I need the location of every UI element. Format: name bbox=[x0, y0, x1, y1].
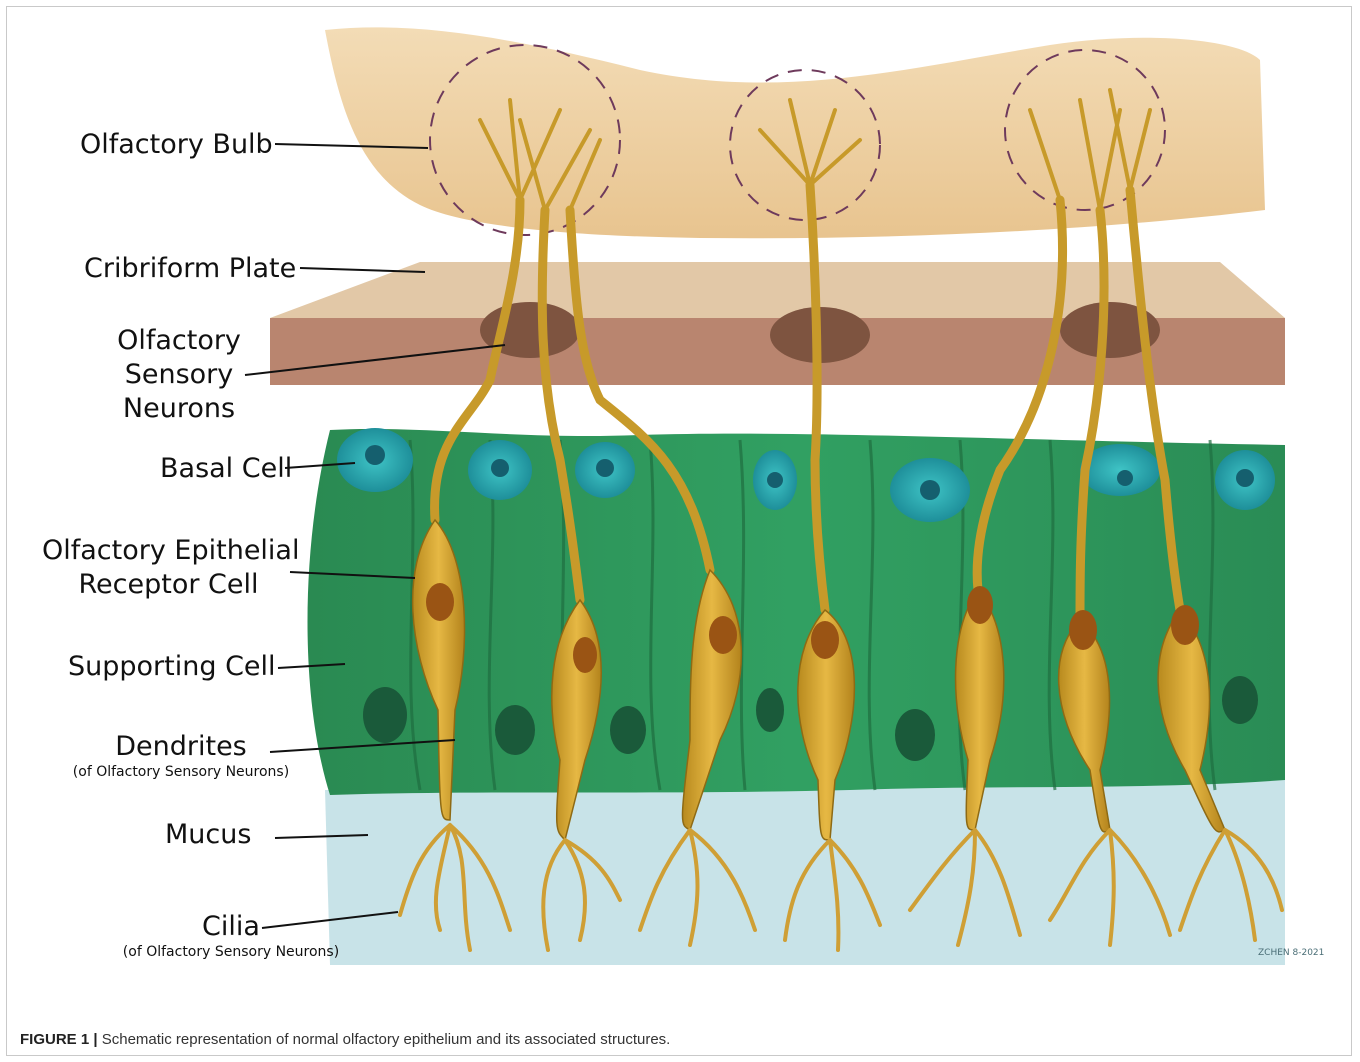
artist-signature: ZCHEN 8-2021 bbox=[1258, 948, 1324, 958]
label-cribriform-plate: Cribriform Plate bbox=[84, 252, 296, 286]
figure-caption: FIGURE 1 | Schematic representation of n… bbox=[20, 1031, 670, 1048]
label-olfactory-epithelial-receptor-cell: Olfactory Epithelial Receptor Cell bbox=[42, 534, 295, 602]
label-dendrites: Dendrites (of Olfactory Sensory Neurons) bbox=[62, 730, 300, 780]
label-mucus: Mucus bbox=[165, 818, 251, 852]
label-olfactory-bulb: Olfactory Bulb bbox=[80, 128, 273, 162]
figure-caption-label: FIGURE 1 | bbox=[20, 1031, 98, 1048]
label-basal-cell: Basal Cell bbox=[160, 452, 292, 486]
figure-caption-text: Schematic representation of normal olfac… bbox=[102, 1031, 671, 1048]
label-olfactory-sensory-neurons: Olfactory Sensory Neurons bbox=[110, 324, 248, 426]
label-cilia: Cilia (of Olfactory Sensory Neurons) bbox=[112, 910, 350, 960]
label-supporting-cell: Supporting Cell bbox=[68, 650, 276, 684]
